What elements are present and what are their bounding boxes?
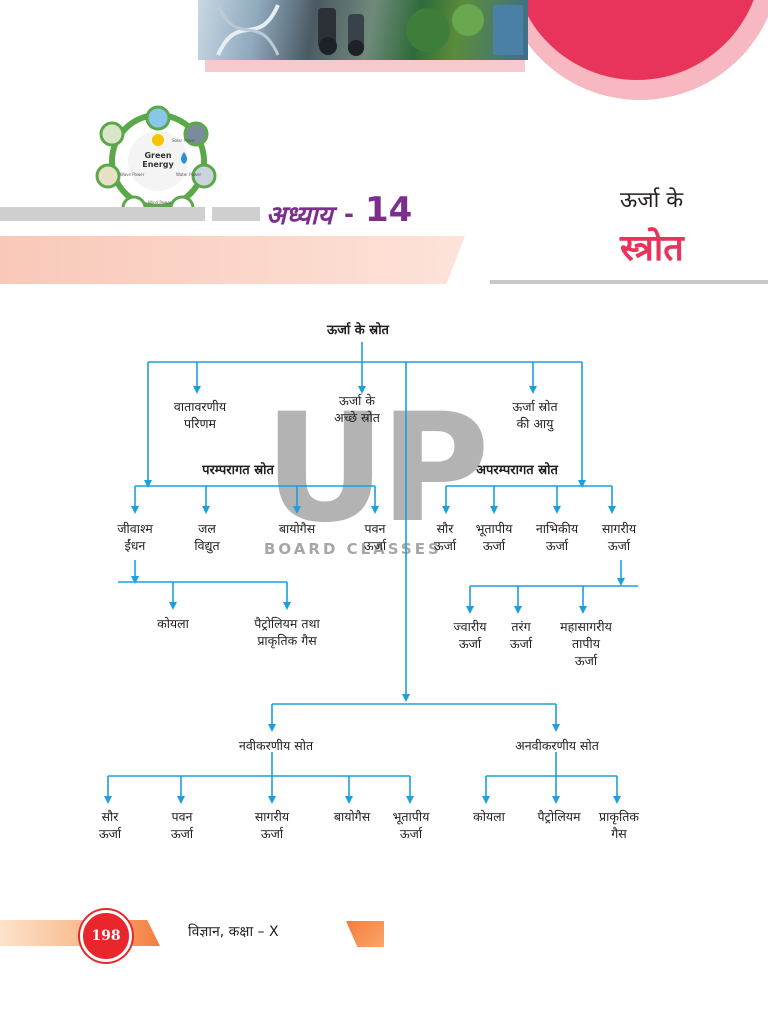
title-underline bbox=[490, 280, 768, 284]
chapter-title-line1: ऊर्जा के bbox=[620, 188, 684, 213]
watermark-logo: UP bbox=[264, 382, 490, 556]
wheel-label-solar: Solar Power bbox=[172, 138, 196, 143]
criterion-good-source: ऊर्जा के अच्छे स्रोत bbox=[334, 393, 380, 425]
header-banner-strip bbox=[205, 60, 525, 72]
nonconventional-geothermal: भूतापीय ऊर्जा bbox=[475, 521, 513, 553]
nonconventional-solar: सौर ऊर्जा bbox=[433, 521, 457, 553]
flowchart-root: ऊर्जा के स्रोत bbox=[327, 323, 389, 338]
conventional-wind-energy: पवन ऊर्जा bbox=[363, 521, 387, 553]
renewable-wind: पवन ऊर्जा bbox=[170, 809, 194, 841]
wheel-center-line2: Energy bbox=[142, 160, 174, 169]
wheel-label-water: Water Power bbox=[176, 172, 202, 177]
watermark-subtitle: BOARD CLASSES bbox=[264, 540, 442, 558]
criterion-environmental: वातावरणीय परिणम bbox=[173, 399, 227, 431]
ocean-tidal: ज्वारीय ऊर्जा bbox=[453, 619, 487, 651]
wheel-center-line1: Green bbox=[144, 151, 171, 160]
nonrenewable-sources-label: अनवीकरणीय सोत bbox=[515, 738, 599, 753]
renewable-sources-label: नवीकरणीय सोत bbox=[238, 738, 314, 753]
ocean-thermal: महासागरीय तापीय ऊर्जा bbox=[560, 619, 612, 668]
chapter-dash: - bbox=[344, 200, 354, 228]
fossil-coal: कोयला bbox=[157, 616, 189, 631]
nonrenewable-natural-gas: प्राकृतिक गैस bbox=[599, 809, 639, 841]
renewable-geothermal: भूतापीय ऊर्जा bbox=[392, 809, 430, 841]
conventional-sources-label: परम्परागत स्रोत bbox=[202, 463, 274, 478]
conventional-biogas: बायोगैस bbox=[278, 521, 316, 536]
header-banner-image bbox=[198, 0, 528, 60]
nonconventional-nuclear: नाभिकीय ऊर्जा bbox=[535, 521, 579, 553]
fossil-petroleum-gas: पैट्रोलियम तथा प्राकृतिक गैस bbox=[254, 616, 320, 648]
renewable-biogas: बायोगैस bbox=[333, 809, 371, 824]
renewable-ocean: सागरीय ऊर्जा bbox=[254, 809, 290, 841]
chapter-pink-band bbox=[0, 236, 465, 284]
criterion-source-age: ऊर्जा स्रोत की आयु bbox=[512, 399, 558, 431]
chapter-band-mid bbox=[212, 207, 260, 221]
footer-book-title: विज्ञान, कक्षा – X bbox=[188, 924, 279, 940]
wheel-label-wind: Wind Power bbox=[148, 200, 172, 205]
conventional-fossil-fuel: जीवाश्म ईंधन bbox=[117, 521, 153, 553]
banner-illustration bbox=[216, 4, 523, 56]
chapter-band-left bbox=[0, 207, 205, 221]
page-number-badge: 198 bbox=[80, 910, 132, 962]
chapter-label: अध्याय bbox=[266, 201, 333, 231]
nonrenewable-coal: कोयला bbox=[473, 809, 505, 824]
nonconventional-ocean: सागरीय ऊर्जा bbox=[601, 521, 637, 553]
nonconventional-sources-label: अपरम्परागत स्रोत bbox=[476, 463, 558, 478]
ocean-wave: तरंग ऊर्जा bbox=[509, 619, 533, 651]
green-energy-illustration: Green Energy Solar Power Water Power Win… bbox=[84, 96, 232, 226]
conventional-hydro-electricity: जल विद्युत bbox=[194, 521, 220, 553]
nonrenewable-petroleum: पैट्रोलियम bbox=[537, 809, 581, 824]
renewable-solar: सौर ऊर्जा bbox=[98, 809, 122, 841]
chapter-number: 14 bbox=[365, 190, 413, 230]
wheel-label-wave: Wave Power bbox=[120, 172, 145, 177]
chapter-title-line2: स्त्रोत bbox=[620, 228, 684, 269]
